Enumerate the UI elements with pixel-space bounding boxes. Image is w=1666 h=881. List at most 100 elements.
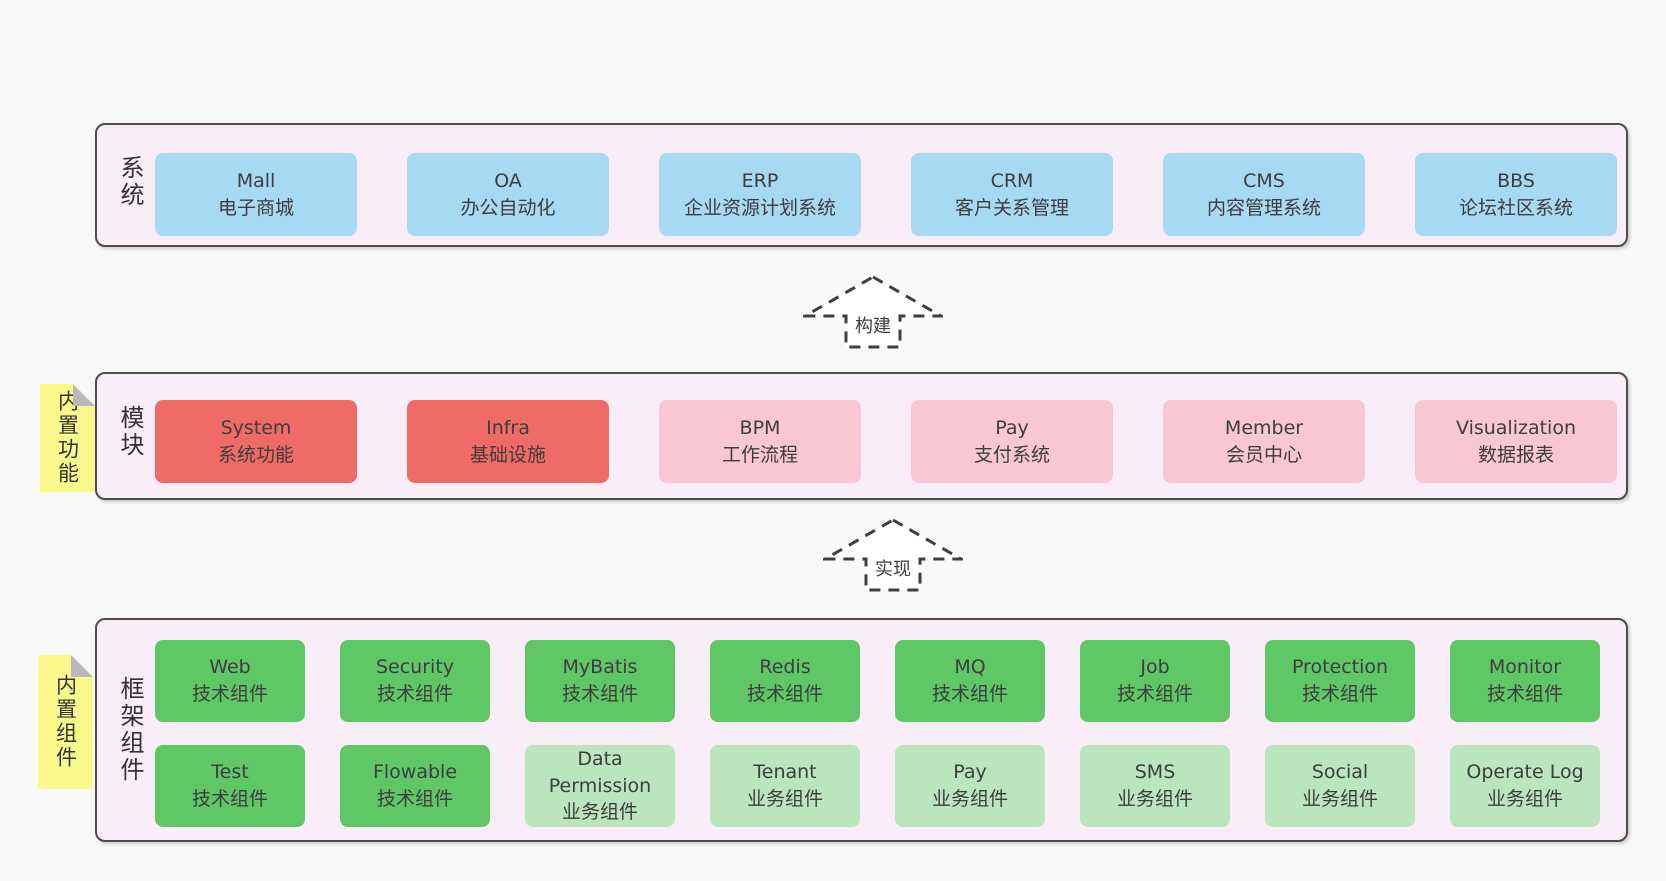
diagram-box-bbs: BBS 论坛社区系统 [1415, 153, 1617, 236]
diagram-box-member: Member 会员中心 [1163, 400, 1365, 483]
diagram-box-mq: MQ 技术组件 [895, 640, 1045, 722]
box-title: OA [494, 169, 522, 192]
box-title: Web [209, 656, 251, 679]
diagram-box-mall: Mall 电子商城 [155, 153, 357, 236]
box-title: Protection [1291, 656, 1389, 679]
diagram-box-pay-component: Pay 业务组件 [895, 745, 1045, 827]
box-title: Mall [236, 169, 276, 192]
box-title: SMS [1134, 761, 1176, 784]
box-title: Infra [486, 416, 530, 439]
diagram-box-cms: CMS 内容管理系统 [1163, 153, 1365, 236]
diagram-box-oa: OA 办公自动化 [407, 153, 609, 236]
diagram-box-web: Web 技术组件 [155, 640, 305, 722]
diagram-box-test: Test 技术组件 [155, 745, 305, 827]
diagram-box-crm: CRM 客户关系管理 [911, 153, 1113, 236]
box-subtitle: 技术组件 [191, 788, 268, 810]
diagram-box-redis: Redis 技术组件 [710, 640, 860, 722]
up-arrow-implement: 实现 [823, 518, 963, 592]
box-subtitle: 工作流程 [721, 443, 798, 466]
band-common-modules: 通用模块 System 系统功能 Infra 基础设施 BPM 工作流程 Pay… [95, 372, 1628, 500]
box-title: Tenant [753, 761, 817, 784]
box-title: Security [375, 656, 455, 679]
box-title: Member [1224, 416, 1304, 439]
box-subtitle: 业务组件 [1486, 788, 1563, 810]
framework-box-row-2: Test 技术组件 Flowable 技术组件 Data Permission … [155, 745, 1600, 827]
box-subtitle: 论坛社区系统 [1458, 196, 1573, 219]
sticky-note-label: 内置组件 [53, 674, 78, 770]
box-title: CRM [990, 169, 1034, 192]
diagram-box-monitor: Monitor 技术组件 [1450, 640, 1600, 722]
diagram-box-visualization: Visualization 数据报表 [1415, 400, 1617, 483]
diagram-box-erp: ERP 企业资源计划系统 [659, 153, 861, 236]
box-title: Flowable [372, 761, 458, 784]
box-subtitle: 企业资源计划系统 [683, 196, 836, 219]
box-subtitle: 业务组件 [1301, 788, 1378, 810]
box-subtitle: 技术组件 [931, 683, 1008, 705]
box-subtitle: 业务组件 [746, 788, 823, 810]
box-subtitle: 电子商城 [217, 196, 294, 219]
box-title: Pay [995, 416, 1029, 439]
box-title: Job [1140, 656, 1170, 679]
diagram-box-data-permission: Data Permission 业务组件 [525, 745, 675, 827]
box-title: BBS [1497, 169, 1535, 192]
box-subtitle: 会员中心 [1225, 443, 1302, 466]
box-title: Test [211, 761, 249, 784]
band-business-systems: 业务系统 Mall 电子商城 OA 办公自动化 ERP 企业资源计划系统 CRM… [95, 123, 1628, 247]
arrow-label: 实现 [872, 554, 914, 582]
box-title: System [220, 416, 292, 439]
sticky-note-label: 内置功能 [55, 390, 80, 486]
diagram-box-job: Job 技术组件 [1080, 640, 1230, 722]
box-title: Visualization [1455, 416, 1576, 439]
band-label: 框架组件 [116, 676, 144, 784]
box-subtitle: 技术组件 [561, 683, 638, 705]
box-subtitle: 支付系统 [973, 443, 1050, 466]
box-title: CMS [1243, 169, 1285, 192]
box-subtitle: 技术组件 [376, 683, 453, 705]
diagram-box-infra: Infra 基础设施 [407, 400, 609, 483]
band-framework-components: 框架组件 Web 技术组件 Security 技术组件 MyBatis 技术组件… [95, 618, 1628, 842]
box-subtitle: 技术组件 [1116, 683, 1193, 705]
diagram-box-operate-log: Operate Log 业务组件 [1450, 745, 1600, 827]
box-subtitle: 内容管理系统 [1206, 196, 1321, 219]
common-box-row: System 系统功能 Infra 基础设施 BPM 工作流程 Pay 支付系统… [155, 400, 1617, 483]
folded-corner-icon [73, 384, 95, 406]
diagram-box-system: System 系统功能 [155, 400, 357, 483]
sticky-note-built-in-features: 内置功能 [40, 384, 95, 492]
box-title: Monitor [1488, 656, 1562, 679]
box-title: MyBatis [562, 656, 638, 679]
diagram-box-mybatis: MyBatis 技术组件 [525, 640, 675, 722]
diagram-box-bpm: BPM 工作流程 [659, 400, 861, 483]
box-subtitle: 业务组件 [561, 801, 638, 824]
box-title: BPM [739, 416, 781, 439]
box-title: Redis [759, 656, 811, 679]
box-subtitle: 技术组件 [746, 683, 823, 705]
diagram-box-pay-system: Pay 支付系统 [911, 400, 1113, 483]
business-box-row: Mall 电子商城 OA 办公自动化 ERP 企业资源计划系统 CRM 客户关系… [155, 153, 1617, 236]
framework-box-row-1: Web 技术组件 Security 技术组件 MyBatis 技术组件 Redi… [155, 640, 1600, 722]
up-arrow-build: 构建 [803, 275, 943, 349]
box-subtitle: 技术组件 [376, 788, 453, 810]
diagram-box-sms: SMS 业务组件 [1080, 745, 1230, 827]
diagram-box-tenant: Tenant 业务组件 [710, 745, 860, 827]
box-title: MQ [954, 656, 986, 679]
folded-corner-icon [71, 655, 93, 677]
box-title: Operate Log [1466, 761, 1584, 784]
box-title: Social [1311, 761, 1369, 784]
box-subtitle: 基础设施 [469, 443, 546, 466]
box-subtitle: 数据报表 [1477, 443, 1554, 466]
box-subtitle: 技术组件 [1486, 683, 1563, 705]
box-title: Data Permission [548, 748, 652, 797]
box-subtitle: 业务组件 [1116, 788, 1193, 810]
box-subtitle: 业务组件 [931, 788, 1008, 810]
arrow-label: 构建 [852, 311, 894, 339]
diagram-box-social: Social 业务组件 [1265, 745, 1415, 827]
box-subtitle: 客户关系管理 [954, 196, 1069, 219]
box-subtitle: 办公自动化 [460, 196, 556, 219]
box-title: Pay [953, 761, 987, 784]
box-subtitle: 技术组件 [1301, 683, 1378, 705]
diagram-box-protection: Protection 技术组件 [1265, 640, 1415, 722]
sticky-note-built-in-components: 内置组件 [38, 655, 93, 789]
diagram-box-security: Security 技术组件 [340, 640, 490, 722]
diagram-box-flowable: Flowable 技术组件 [340, 745, 490, 827]
box-subtitle: 技术组件 [191, 683, 268, 705]
